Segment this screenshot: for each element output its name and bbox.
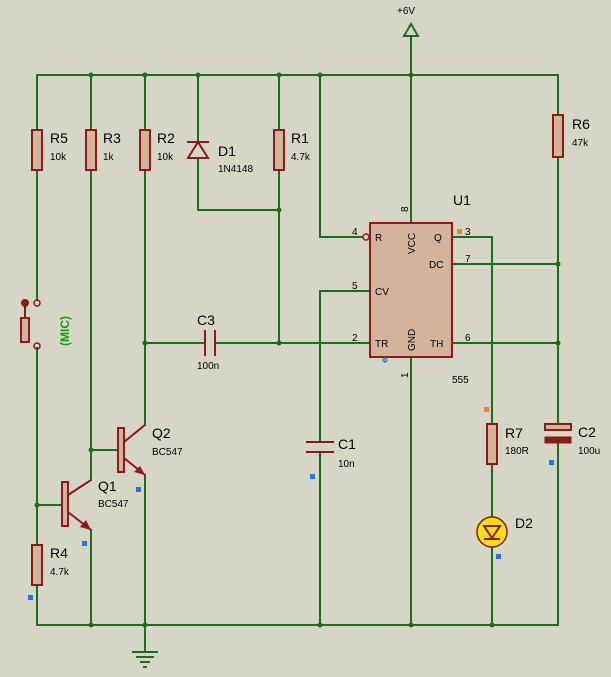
pin-number-4: 4: [352, 227, 358, 238]
ic-555: U1 555 R VCC Q DC CV TR GND TH 4 8 3 7 5…: [352, 192, 471, 386]
pin-label-th: TH: [430, 339, 443, 350]
d1-value: 1N4148: [218, 164, 253, 175]
c2-ref: C2: [578, 424, 596, 440]
pin-number-1: 1: [400, 372, 411, 378]
resistor-r3: R3 1k: [85, 129, 121, 171]
pin-label-r: R: [375, 233, 382, 244]
pin-number-6: 6: [465, 333, 471, 344]
r2-value: 10k: [157, 152, 174, 163]
pin-label-tr: TR: [375, 339, 388, 350]
resistor-r1: R1 4.7k: [273, 129, 311, 171]
supply-terminal: +6V: [397, 6, 420, 37]
capacitor-c3: C3 100n: [197, 312, 219, 372]
r6-ref: R6: [572, 116, 590, 132]
d1-ref: D1: [218, 143, 236, 159]
pin-label-cv: CV: [375, 287, 389, 298]
r1-value: 4.7k: [291, 152, 311, 163]
ground-icon: [132, 651, 158, 668]
q2-value: BC547: [152, 447, 183, 458]
r5-value: 10k: [50, 152, 67, 163]
resistor-r7: R7 180R: [486, 423, 529, 465]
r2-ref: R2: [157, 130, 175, 146]
capacitor-c1: C1 10n: [306, 436, 356, 470]
pin-label-vcc: VCC: [407, 233, 418, 254]
diode-d1: D1 1N4148: [186, 140, 253, 175]
q2-ref: Q2: [152, 425, 171, 441]
r4-value: 4.7k: [50, 567, 70, 578]
q1-ref: Q1: [98, 478, 117, 494]
pin-number-5: 5: [352, 281, 358, 292]
led-d2: D2: [476, 515, 533, 548]
pin-label-q: Q: [434, 233, 442, 244]
pin-label-gnd: GND: [407, 329, 418, 351]
pin-number-3: 3: [465, 227, 471, 238]
resistor-r2: R2 10k: [139, 129, 175, 171]
r7-value: 180R: [505, 446, 529, 457]
c2-value: 100u: [578, 446, 600, 457]
r7-ref: R7: [505, 425, 523, 441]
r6-value: 47k: [572, 138, 589, 149]
transistor-q2: Q2 BC547: [117, 424, 183, 476]
mic-label: (MIC): [58, 316, 72, 346]
wires: [36, 35, 559, 653]
c1-ref: C1: [338, 436, 356, 452]
resistor-r4: R4 4.7k: [31, 544, 70, 586]
resistor-r5: R5 10k: [31, 129, 68, 171]
capacitor-c2: C2 100u: [544, 423, 600, 457]
resistor-r6: R6 47k: [552, 114, 590, 158]
u1-ref: U1: [453, 192, 471, 208]
d2-ref: D2: [515, 515, 533, 531]
pin-label-dc: DC: [429, 260, 443, 271]
pin-number-2: 2: [352, 333, 358, 344]
junctions: [34, 72, 561, 628]
u1-value: 555: [452, 375, 469, 386]
c3-ref: C3: [197, 312, 215, 328]
c1-value: 10n: [338, 459, 355, 470]
pin-number-8: 8: [400, 206, 411, 212]
r3-value: 1k: [103, 152, 115, 163]
r4-ref: R4: [50, 545, 68, 561]
q1-value: BC547: [98, 499, 129, 510]
supply-label: +6V: [397, 6, 415, 17]
probe-markers: [28, 229, 554, 600]
pin-number-7: 7: [465, 254, 471, 265]
transistor-q1: Q1 BC547: [61, 478, 129, 531]
r5-ref: R5: [50, 130, 68, 146]
r1-ref: R1: [291, 130, 309, 146]
r3-ref: R3: [103, 130, 121, 146]
c3-value: 100n: [197, 361, 219, 372]
microphone-switch: (MIC): [20, 299, 72, 350]
